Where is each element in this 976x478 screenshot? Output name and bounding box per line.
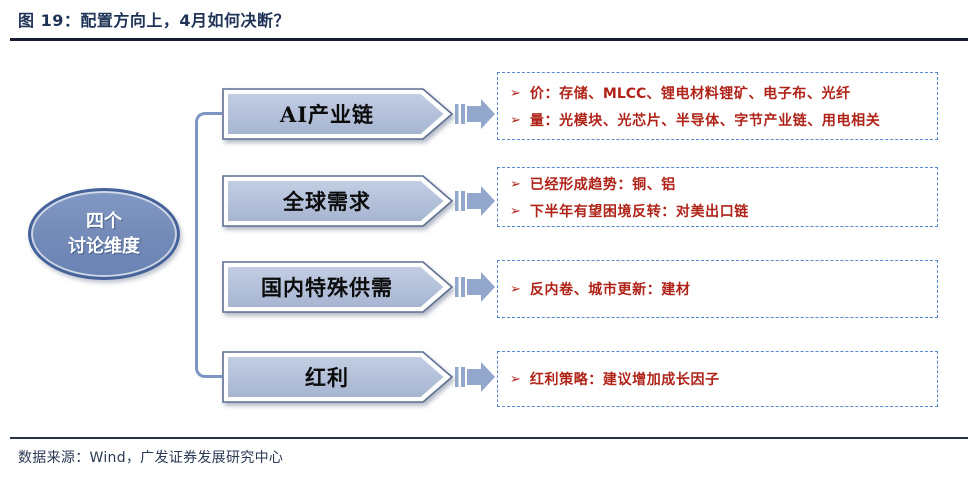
arrow-bullet-icon: ➢ [510, 282, 521, 297]
header-divider [10, 38, 968, 41]
arrow-bullet-icon: ➢ [510, 203, 521, 219]
detail-box-ai-industry-chain: ➢ 价：存储、MLCC、锂电材料锂矿、电子布、光纤 ➢ 量：光模块、光芯片、半导… [497, 72, 938, 140]
stage-label: 红利 [305, 365, 349, 390]
bullet-text: 价：存储、MLCC、锂电材料锂矿、电子布、光纤 [529, 85, 851, 102]
hub-ellipse-four-dimensions: 四个 讨论维度 [28, 188, 180, 280]
stage-label: 国内特殊供需 [261, 275, 393, 300]
bullet-text: 下半年有望困境反转：对美出口链 [529, 203, 749, 220]
arrow-bullet-icon: ➢ [510, 85, 521, 101]
striped-right-arrow-icon [455, 99, 495, 129]
stage-shape-domestic-supply-demand: 国内特殊供需 [222, 261, 454, 313]
arrow-bullet-icon: ➢ [510, 112, 521, 128]
hub-label-line1: 四个 [86, 211, 122, 232]
pentagon-arrow-shape [222, 88, 454, 140]
detail-box-domestic-supply-demand: ➢ 反内卷、城市更新：建材 [497, 260, 938, 318]
arrow-bullet-icon: ➢ [510, 176, 521, 192]
footer-divider [10, 437, 968, 439]
figure-title: 图 19：配置方向上，4月如何决断？ [18, 11, 290, 30]
pentagon-arrow-shape [222, 261, 454, 313]
bullet-item: ➢ 价：存储、MLCC、锂电材料锂矿、电子布、光纤 [510, 83, 929, 103]
striped-right-arrow-icon [455, 362, 495, 392]
bullet-item: ➢ 量：光模块、光芯片、半导体、字节产业链、用电相关 [510, 110, 929, 130]
striped-right-arrow-icon [455, 272, 495, 302]
bullet-item: ➢ 下半年有望困境反转：对美出口链 [510, 201, 929, 221]
bracket-connector [195, 112, 222, 378]
stage-label: AI产业链 [279, 102, 375, 127]
bullet-text: 红利策略：建议增加成长因子 [529, 372, 720, 388]
bullet-item: ➢ 红利策略：建议增加成长因子 [510, 369, 929, 389]
pentagon-arrow-shape [222, 175, 454, 227]
bullet-item: ➢ 反内卷、城市更新：建材 [510, 279, 929, 299]
data-source-note: 数据来源：Wind，广发证券发展研究中心 [18, 450, 284, 466]
arrow-bullet-icon: ➢ [510, 372, 521, 387]
pentagon-arrow-shape [222, 351, 454, 403]
stage-shape-dividend: 红利 [222, 351, 454, 403]
stage-shape-global-demand: 全球需求 [222, 175, 454, 227]
bullet-text: 量：光模块、光芯片、半导体、字节产业链、用电相关 [529, 112, 881, 129]
stage-label: 全球需求 [283, 189, 371, 214]
detail-box-dividend: ➢ 红利策略：建议增加成长因子 [497, 351, 938, 407]
bullet-item: ➢ 已经形成趋势：铜、铝 [510, 174, 929, 194]
stage-shape-ai-industry-chain: AI产业链 [222, 88, 454, 140]
bullet-text: 已经形成趋势：铜、铝 [529, 176, 676, 193]
bullet-text: 反内卷、城市更新：建材 [529, 282, 691, 298]
striped-right-arrow-icon [455, 186, 495, 216]
detail-box-global-demand: ➢ 已经形成趋势：铜、铝 ➢ 下半年有望困境反转：对美出口链 [497, 167, 938, 227]
hub-label-line2: 讨论维度 [68, 236, 140, 257]
